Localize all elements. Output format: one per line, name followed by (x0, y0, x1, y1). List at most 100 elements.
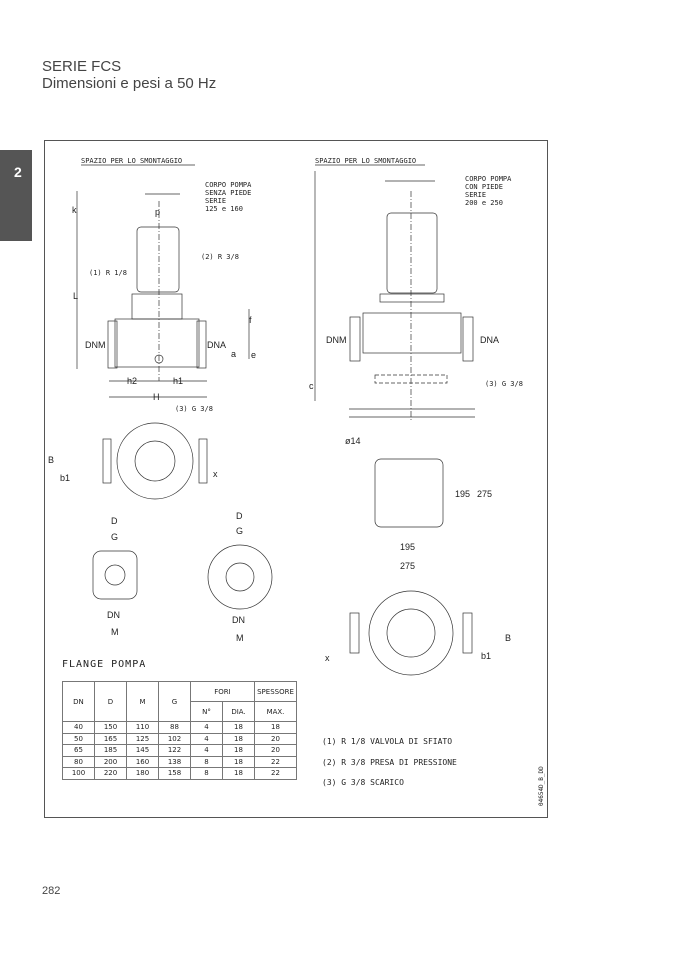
col-n: N° (190, 701, 223, 722)
section-number: 2 (14, 164, 22, 180)
dim-a: a (231, 349, 236, 359)
foot-275-v: 275 (477, 489, 492, 499)
dim-k: k (72, 205, 77, 215)
flange-small-D: D (111, 516, 118, 526)
legend: (1) R 1/8 VALVOLA DI SFIATO (2) R 3/8 PR… (322, 737, 545, 806)
note-line: SERIE (465, 191, 486, 199)
col-spessore: SPESSORE (254, 681, 297, 702)
table-cell: 18 (222, 767, 255, 780)
page-number: 282 (42, 885, 61, 897)
callout-1: (1) R 1/8 (89, 269, 127, 277)
page-title: SERIE FCS Dimensioni e pesi a 50 Hz (42, 58, 216, 92)
table-cell: 138 (158, 755, 191, 768)
table-cell: 180 (126, 767, 159, 780)
col-max: MAX. (254, 701, 297, 722)
foot-275-h: 275 (400, 561, 415, 571)
dim-b1: b1 (60, 473, 70, 483)
dim-e: e (251, 350, 256, 360)
legend-item: (3) G 3/8 SCARICO (322, 778, 404, 787)
col-g: G (158, 681, 191, 722)
drawing-code: 04654D_B_DD (538, 766, 545, 806)
dim-h2: h2 (127, 376, 137, 386)
table-cell: 220 (94, 767, 127, 780)
table-cell: 4 (190, 744, 223, 757)
dim-b1-right: b1 (481, 651, 491, 661)
legend-item: (1) R 1/8 VALVOLA DI SFIATO (322, 737, 452, 746)
flange-large-M: M (236, 633, 244, 643)
flange-large-DN: DN (232, 615, 245, 625)
space-label-right: SPAZIO PER LO SMONTAGGIO (315, 157, 416, 165)
foot-hole-dia: ø14 (345, 436, 361, 446)
foot-195-h: 195 (400, 542, 415, 552)
dim-x-right: x (325, 653, 330, 663)
table-cell: 65 (62, 744, 95, 757)
table-cell: 100 (62, 767, 95, 780)
table-cell: 18 (222, 721, 255, 734)
table-cell: 110 (126, 721, 159, 734)
technical-drawing: SPAZIO PER LO SMONTAGGIO CORPO POMPA SEN… (48, 157, 545, 806)
table-cell: 80 (62, 755, 95, 768)
note-line: SENZA PIEDE (205, 189, 251, 197)
dim-B-right: B (505, 633, 511, 643)
flange-large-G: G (236, 526, 243, 536)
col-dia: DIA. (222, 701, 255, 722)
dim-H: H (153, 392, 160, 402)
table-cell: 122 (158, 744, 191, 757)
table-cell: 160 (126, 755, 159, 768)
section-tab: 2 (0, 150, 32, 241)
pump-with-foot: SPAZIO PER LO SMONTAGGIO CORPO POMPA CON… (309, 157, 523, 676)
foot-195-v: 195 (455, 489, 470, 499)
note-line: 125 e 160 (205, 205, 243, 213)
table-cell: 200 (94, 755, 127, 768)
dim-p: p (155, 207, 160, 217)
flange-drawings: D G DN M D G DN M FLANGE POMPA (62, 511, 273, 670)
table-cell: 102 (158, 732, 191, 745)
flange-title: FLANGE POMPA (62, 659, 146, 670)
table-cell: 18 (222, 732, 255, 745)
dim-B: B (48, 455, 54, 465)
callout-3: (3) G 3/8 (175, 405, 213, 413)
table-cell: 125 (126, 732, 159, 745)
table-cell: 185 (94, 744, 127, 757)
table-cell: 18 (222, 755, 255, 768)
dim-dna-right: DNA (480, 335, 499, 345)
flange-small-M: M (111, 627, 119, 637)
note-line: CORPO POMPA (205, 181, 252, 189)
subtitle: Dimensioni e pesi a 50 Hz (42, 75, 217, 92)
series-title: SERIE FCS (42, 58, 122, 75)
dim-dna: DNA (207, 340, 226, 350)
col-d: D (94, 681, 127, 722)
table-cell: 22 (254, 755, 297, 768)
table-cell: 158 (158, 767, 191, 780)
table-cell: 165 (94, 732, 127, 745)
table-cell: 4 (190, 732, 223, 745)
table-cell: 20 (254, 744, 297, 757)
col-dn: DN (62, 681, 95, 722)
drawing-frame: SPAZIO PER LO SMONTAGGIO CORPO POMPA SEN… (44, 140, 548, 818)
table-cell: 150 (94, 721, 127, 734)
callout-3-right: (3) G 3/8 (485, 380, 523, 388)
flange-large-D: D (236, 511, 243, 521)
dim-dnm-right: DNM (326, 335, 347, 345)
note-line: CORPO POMPA (465, 175, 512, 183)
dim-c: c (309, 381, 314, 391)
legend-item: (2) R 3/8 PRESA DI PRESSIONE (322, 758, 457, 767)
table-cell: 88 (158, 721, 191, 734)
flange-small-DN: DN (107, 610, 120, 620)
space-label-left: SPAZIO PER LO SMONTAGGIO (81, 157, 182, 165)
col-fori: FORI (190, 681, 255, 702)
table-cell: 8 (190, 755, 223, 768)
table-cell: 40 (62, 721, 95, 734)
table-cell: 8 (190, 767, 223, 780)
note-line: SERIE (205, 197, 226, 205)
dim-f: f (249, 315, 252, 325)
table-cell: 4 (190, 721, 223, 734)
table-cell: 18 (222, 744, 255, 757)
dim-x: x (213, 469, 218, 479)
note-line: 200 e 250 (465, 199, 503, 207)
